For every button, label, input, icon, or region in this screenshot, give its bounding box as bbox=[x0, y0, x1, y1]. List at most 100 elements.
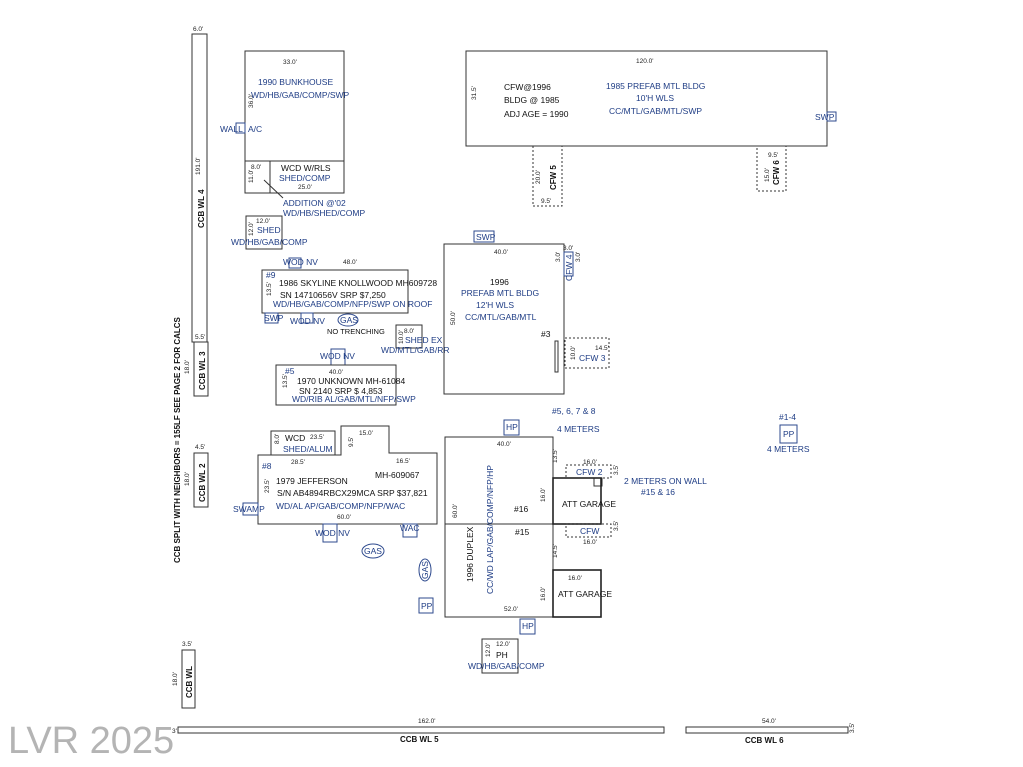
svg-text:CCB WL 4: CCB WL 4 bbox=[197, 189, 206, 228]
svg-text:52.0': 52.0' bbox=[504, 606, 518, 613]
svg-text:9.5': 9.5' bbox=[768, 152, 778, 159]
svg-text:CFW 6: CFW 6 bbox=[772, 160, 781, 185]
svg-text:3.5': 3.5' bbox=[613, 521, 620, 531]
svg-text:#15: #15 bbox=[515, 527, 529, 537]
svg-text:WOD NV: WOD NV bbox=[320, 351, 355, 361]
svg-text:16.0': 16.0' bbox=[568, 575, 582, 582]
svg-text:13.5': 13.5' bbox=[266, 282, 273, 296]
svg-text:54.0': 54.0' bbox=[762, 718, 776, 725]
svg-text:13.5': 13.5' bbox=[282, 374, 289, 388]
ccb-wall-6: 54.0' CCB WL 6 3.5' bbox=[685, 718, 856, 745]
svg-text:WOD NV: WOD NV bbox=[290, 316, 325, 326]
prefab-1985-building: 120.0' 31.5' CFW@1996 BLDG @ 1985 ADJ AG… bbox=[465, 50, 837, 147]
svg-text:WD/HB/GAB/COMP: WD/HB/GAB/COMP bbox=[231, 237, 308, 247]
svg-text:36.0': 36.0' bbox=[248, 94, 255, 108]
svg-text:WD/RIB AL/GAB/MTL/NFP/SWP: WD/RIB AL/GAB/MTL/NFP/SWP bbox=[292, 394, 416, 404]
wcd-shed: 8.0' 11.0' WCD W/RLS SHED/COMP 25.0' bbox=[244, 160, 345, 199]
svg-text:HP: HP bbox=[506, 422, 518, 432]
svg-text:CC/WD LAP/GAB/COMP/NFP/HP: CC/WD LAP/GAB/COMP/NFP/HP bbox=[485, 465, 495, 594]
svg-text:40.0': 40.0' bbox=[329, 369, 343, 376]
svg-text:48.0': 48.0' bbox=[343, 259, 357, 266]
unknown-1970-mobile-home: WOD NV #5 40.0' 13.5' 1970 UNKNOWN MH-61… bbox=[275, 348, 416, 406]
svg-text:SHED: SHED bbox=[257, 225, 281, 235]
svg-text:WALL: WALL bbox=[220, 124, 243, 134]
svg-text:60.0': 60.0' bbox=[452, 504, 459, 518]
svg-text:CCB WL 6: CCB WL 6 bbox=[745, 736, 784, 745]
svg-text:3.0': 3.0' bbox=[563, 245, 573, 252]
svg-text:25.0': 25.0' bbox=[298, 184, 312, 191]
svg-text:16.5': 16.5' bbox=[396, 458, 410, 465]
svg-text:162.0': 162.0' bbox=[418, 718, 436, 725]
svg-text:3': 3' bbox=[172, 728, 177, 735]
svg-text:16.0': 16.0' bbox=[583, 459, 597, 466]
svg-text:18.0': 18.0' bbox=[184, 360, 191, 374]
svg-text:1985 PREFAB MTL BLDG: 1985 PREFAB MTL BLDG bbox=[606, 81, 705, 91]
svg-text:10.0': 10.0' bbox=[398, 330, 405, 344]
svg-text:SN 14710656V SRP $7,250: SN 14710656V SRP $7,250 bbox=[280, 290, 386, 300]
svg-text:A/C: A/C bbox=[248, 124, 262, 134]
svg-text:PREFAB MTL BLDG: PREFAB MTL BLDG bbox=[461, 288, 539, 298]
svg-text:#1-4: #1-4 bbox=[779, 412, 796, 422]
svg-text:#16: #16 bbox=[514, 504, 528, 514]
attached-garage-1: ATT GARAGE bbox=[552, 477, 616, 525]
svg-text:WD/HB/GAB/COMP: WD/HB/GAB/COMP bbox=[468, 661, 545, 671]
svg-text:WOD NV: WOD NV bbox=[315, 528, 350, 538]
duplex-1996: HP 40.0' 13.5' 16.0' 14.5' 16.0' 60.0' 1… bbox=[444, 419, 559, 635]
svg-text:28.5': 28.5' bbox=[291, 459, 305, 466]
svg-text:33.0': 33.0' bbox=[283, 59, 297, 66]
svg-text:1996: 1996 bbox=[490, 277, 509, 287]
svg-text:SN 2140 SRP $ 4,853: SN 2140 SRP $ 4,853 bbox=[299, 386, 383, 396]
svg-text:3.5': 3.5' bbox=[613, 465, 620, 475]
prefab-1996-building: SWP 40.0' 50.0' 1996 PREFAB MTL BLDG 12'… bbox=[443, 230, 582, 395]
svg-text:16.0': 16.0' bbox=[583, 539, 597, 546]
svg-text:3.5': 3.5' bbox=[182, 641, 192, 648]
svg-text:120.0': 120.0' bbox=[636, 58, 654, 65]
svg-text:WD/AL AP/GAB/COMP/NFP/WAC: WD/AL AP/GAB/COMP/NFP/WAC bbox=[276, 501, 405, 511]
gas-meter: GAS bbox=[418, 558, 432, 582]
svg-text:#8: #8 bbox=[262, 461, 272, 471]
svg-text:8.0': 8.0' bbox=[404, 328, 414, 335]
svg-text:ATT GARAGE: ATT GARAGE bbox=[558, 589, 612, 599]
svg-text:#5, 6, 7 & 8: #5, 6, 7 & 8 bbox=[552, 406, 596, 416]
svg-text:18.0': 18.0' bbox=[172, 672, 179, 686]
shed-ex: 8.0' 10.0' SHED EX WD/MTL/GAB/RR bbox=[381, 324, 449, 355]
svg-text:SHED EX: SHED EX bbox=[405, 335, 443, 345]
svg-text:3.0': 3.0' bbox=[575, 252, 582, 262]
svg-text:4 METERS: 4 METERS bbox=[767, 444, 810, 454]
svg-text:#9: #9 bbox=[266, 270, 276, 280]
svg-text:13.5': 13.5' bbox=[552, 449, 559, 463]
svg-text:12.0': 12.0' bbox=[496, 641, 510, 648]
ccb-wall-2: 4.5' 18.0' CCB WL 2 bbox=[184, 444, 209, 508]
svg-text:2 METERS ON WALL: 2 METERS ON WALL bbox=[624, 476, 707, 486]
svg-text:15.0': 15.0' bbox=[359, 430, 373, 437]
side-note: CCB SPLIT WITH NEIGHBORS = 155LF SEE PAG… bbox=[173, 316, 182, 563]
svg-text:1970 UNKNOWN MH-61084: 1970 UNKNOWN MH-61084 bbox=[297, 376, 405, 386]
svg-text:#15 & 16: #15 & 16 bbox=[641, 487, 675, 497]
svg-text:SWP: SWP bbox=[815, 112, 835, 122]
power-pole-1-4: #1-4 PP 4 METERS bbox=[767, 412, 810, 454]
svg-text:9.5': 9.5' bbox=[348, 437, 355, 447]
svg-text:#5: #5 bbox=[285, 366, 295, 376]
svg-text:40.0': 40.0' bbox=[497, 441, 511, 448]
svg-text:18.0': 18.0' bbox=[184, 472, 191, 486]
svg-text:PP: PP bbox=[783, 429, 795, 439]
jefferson-mobile-home: 15.0' 9.5' 28.5' 16.5' #8 23.5' 1979 JEF… bbox=[233, 425, 438, 559]
svg-text:CFW 2: CFW 2 bbox=[576, 467, 603, 477]
svg-text:CFW: CFW bbox=[580, 526, 599, 536]
svg-text:CFW@1996: CFW@1996 bbox=[504, 82, 551, 92]
watermark: LVR 2025 bbox=[8, 720, 174, 762]
svg-text:MH-609067: MH-609067 bbox=[375, 470, 420, 480]
svg-text:CC/MTL/GAB/MTL/SWP: CC/MTL/GAB/MTL/SWP bbox=[609, 106, 702, 116]
bunkhouse: 33.0' 36.0' 1990 BUNKHOUSE WD/HB/GAB/COM… bbox=[220, 50, 350, 162]
svg-text:12.0': 12.0' bbox=[248, 222, 255, 236]
cfw-5: 20.0' CFW 5 9.5' bbox=[532, 145, 563, 207]
svg-text:GAS: GAS bbox=[364, 546, 382, 556]
addition: ADDITION @'02 WD/HB/SHED/COMP bbox=[283, 198, 366, 218]
svg-text:ADDITION @'02: ADDITION @'02 bbox=[283, 198, 346, 208]
svg-text:S/N AB4894RBCX29MCA SRP $37,8: S/N AB4894RBCX29MCA SRP $37,821 bbox=[277, 488, 428, 498]
svg-text:60.0': 60.0' bbox=[337, 514, 351, 521]
svg-text:GAS: GAS bbox=[420, 561, 430, 579]
svg-text:CCB WL: CCB WL bbox=[185, 666, 194, 698]
svg-text:NO TRENCHING: NO TRENCHING bbox=[327, 327, 385, 336]
